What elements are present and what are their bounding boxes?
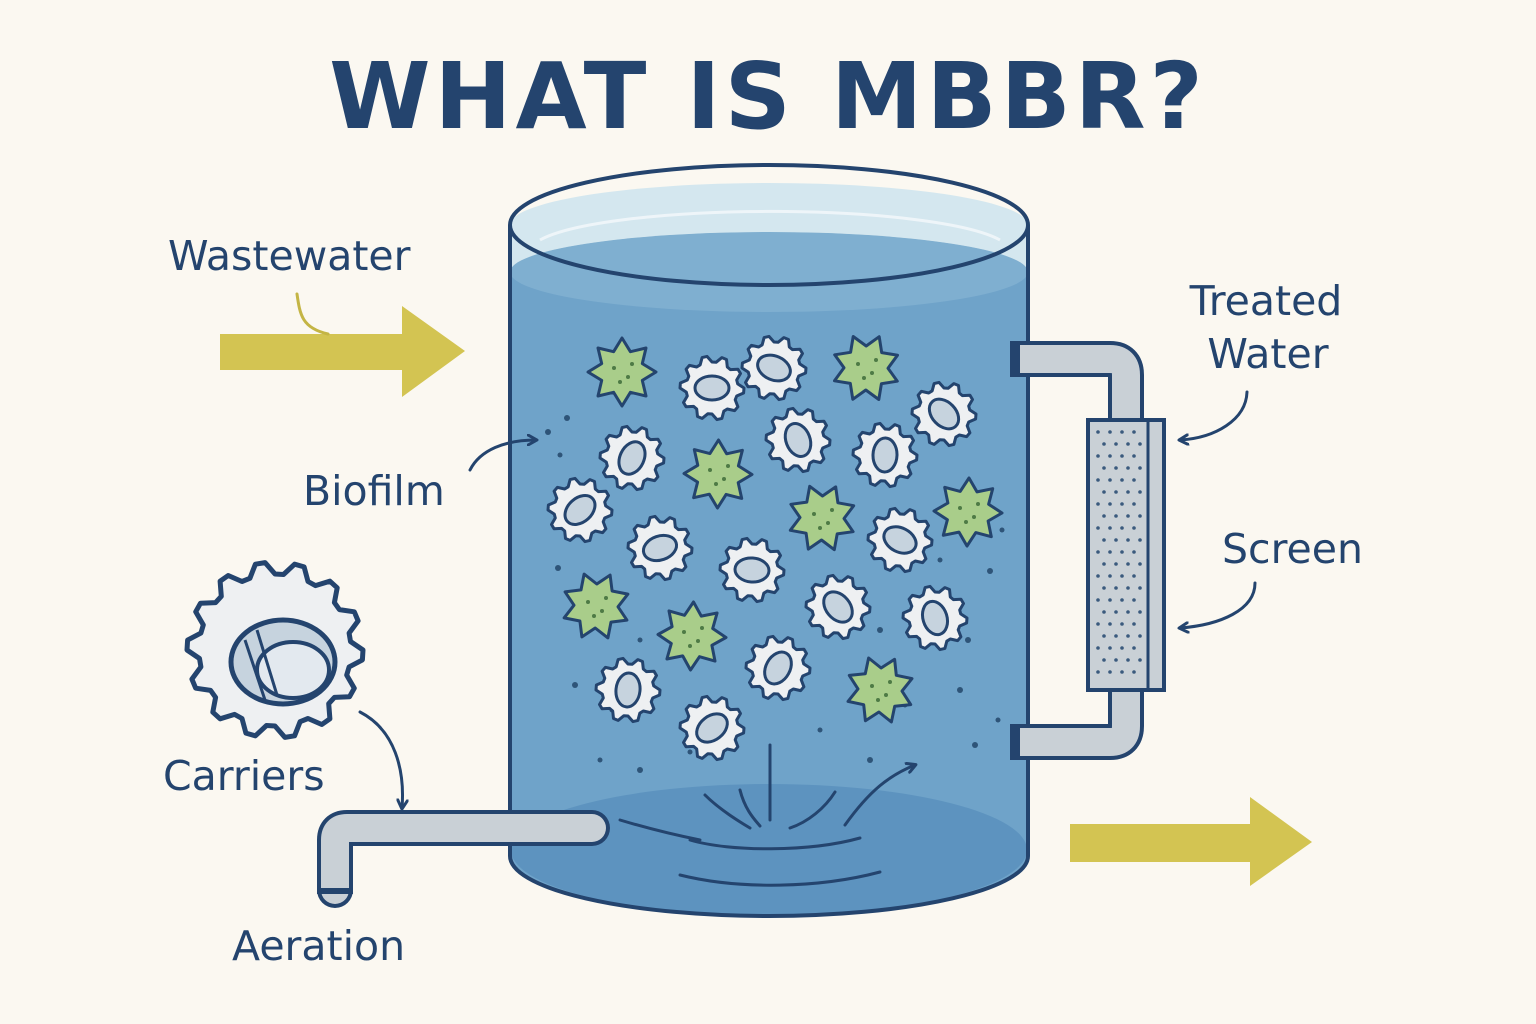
- carrier-particle: [910, 380, 978, 448]
- page-title: WHAT IS MBBR?: [329, 43, 1207, 150]
- carrier-particle: [740, 334, 808, 402]
- carrier-particle: [718, 536, 786, 604]
- aeration-spray: [618, 743, 882, 887]
- carrier-closeup: [184, 560, 366, 740]
- wastewater-pointer: [295, 292, 330, 336]
- biofilm-cluster: [682, 438, 754, 510]
- biofilm-cluster: [562, 572, 630, 640]
- screen-pointer: [1180, 581, 1257, 628]
- aeration-pointer: [843, 765, 915, 827]
- label-wastewater: Wastewater: [168, 232, 411, 280]
- aeration-pipe: [317, 810, 610, 908]
- carrier-particle: [804, 573, 872, 641]
- biofilm-cluster: [656, 600, 728, 672]
- carrier-particle: [866, 506, 934, 574]
- tank-inner-wall: [510, 183, 1028, 272]
- biofilm-clusters: [562, 335, 1004, 724]
- inlet-arrow: [220, 306, 465, 397]
- outlet-arrow: [1070, 797, 1312, 886]
- biofilm-cluster: [932, 476, 1004, 548]
- biofilm-cluster: [833, 335, 899, 401]
- treated-water-pointer: [1180, 390, 1249, 440]
- biofilm-cluster: [846, 656, 914, 724]
- tank-outline: [508, 225, 1030, 918]
- carriers-pointer: [358, 710, 403, 808]
- label-treated-water-line1: Treated: [1189, 277, 1343, 325]
- biofilm-cluster: [586, 336, 658, 408]
- carrier-particle: [678, 354, 746, 422]
- screen-filter: [1086, 418, 1166, 692]
- carrier-particle: [598, 424, 666, 492]
- floating-carriers: [546, 334, 978, 762]
- biofilm-cluster: [788, 484, 856, 552]
- label-treated-water-line2: Water: [1207, 330, 1328, 378]
- label-biofilm: Biofilm: [303, 467, 445, 515]
- carrier-particle: [678, 694, 746, 762]
- carrier-particle: [546, 476, 614, 544]
- label-screen: Screen: [1222, 525, 1363, 573]
- carrier-particle: [851, 421, 919, 489]
- carrier-particle: [626, 514, 694, 582]
- water-surface: [510, 232, 1028, 312]
- label-aeration: Aeration: [232, 922, 405, 970]
- carrier-particle: [764, 406, 832, 474]
- carrier-particle: [744, 634, 812, 702]
- carrier-particle: [594, 656, 662, 724]
- outlet-pipe: [1010, 341, 1144, 760]
- biofilm-pointer: [468, 440, 536, 472]
- carrier-particle: [901, 584, 969, 652]
- label-carriers: Carriers: [163, 752, 325, 800]
